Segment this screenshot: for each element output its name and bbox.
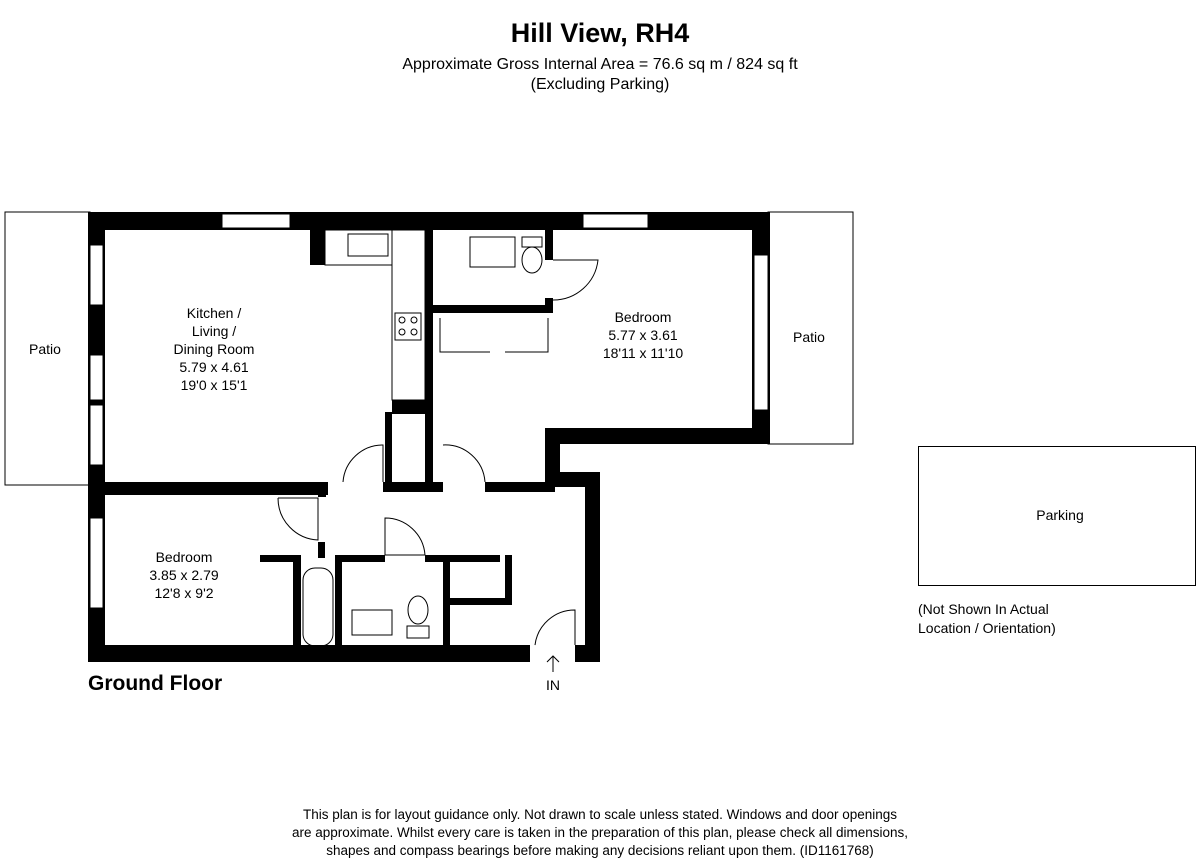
disclaimer: This plan is for layout guidance only. N… — [200, 806, 1000, 860]
sink-icon — [347, 233, 389, 257]
plan-title: Hill View, RH4 — [510, 18, 690, 48]
patio-left-label: Patio — [29, 341, 61, 357]
basin-icon — [469, 236, 516, 268]
room-dimensions-imperial: 18'11 x 11'10 — [603, 345, 684, 361]
patio-right-area — [767, 211, 854, 445]
toilet-icon — [521, 246, 543, 274]
room-dimensions-metric: 5.79 x 4.61 — [179, 359, 248, 375]
room-dimensions-metric: 3.85 x 2.79 — [149, 567, 218, 583]
bath-icon — [302, 567, 334, 647]
room-dimensions-metric: 5.77 x 3.61 — [608, 327, 677, 343]
entrance-label: IN — [546, 677, 560, 693]
room-dimensions-imperial: 12'8 x 9'2 — [154, 585, 213, 601]
bathroom-fittings — [302, 236, 543, 647]
patio-right-label: Patio — [793, 329, 825, 345]
toilet-icon — [407, 595, 429, 625]
basin-icon — [351, 609, 393, 636]
windows — [89, 213, 769, 609]
parking-area — [918, 446, 1196, 586]
room-name: Bedroom — [615, 309, 672, 325]
disclaimer-line: This plan is for layout guidance only. N… — [302, 807, 898, 822]
area-note: (Excluding Parking) — [530, 76, 670, 93]
parking-note-line2: Location / Orientation) — [918, 620, 1056, 636]
room-name: Dining Room — [174, 341, 255, 357]
entrance-arrow-icon — [546, 655, 560, 672]
kitchen-fittings — [324, 229, 426, 401]
floor-label: Ground Floor — [88, 672, 222, 695]
bedroom1-label: Bedroom 5.77 x 3.61 18'11 x 11'10 — [603, 309, 684, 361]
parking-note-line1: (Not Shown In Actual — [918, 601, 1049, 617]
kitchen-label: Kitchen / Living / Dining Room 5.79 x 4.… — [174, 305, 255, 393]
hob-icon — [394, 312, 422, 341]
doors — [277, 259, 599, 646]
disclaimer-line: are approximate. Whilst every care is ta… — [291, 825, 909, 840]
room-name: Living / — [192, 323, 236, 339]
parking-label: Parking — [1036, 507, 1083, 523]
room-name: Kitchen / — [187, 305, 242, 321]
disclaimer-line: shapes and compass bearings before makin… — [326, 843, 874, 858]
room-name: Bedroom — [156, 549, 213, 565]
bedroom2-label: Bedroom 3.85 x 2.79 12'8 x 9'2 — [149, 549, 218, 601]
area-summary: Approximate Gross Internal Area = 76.6 s… — [402, 56, 798, 73]
room-dimensions-imperial: 19'0 x 15'1 — [181, 377, 248, 393]
